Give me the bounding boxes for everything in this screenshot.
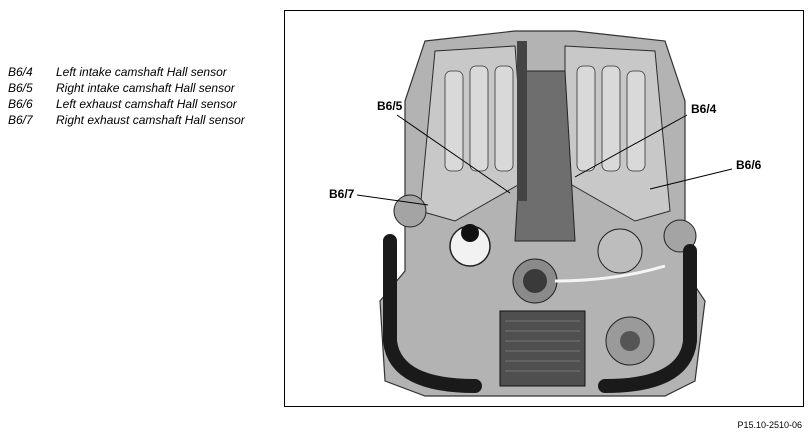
legend-description: Right intake camshaft Hall sensor — [56, 81, 235, 95]
engine-illustration — [356, 30, 733, 397]
callout-b6-6: B6/6 — [736, 158, 762, 172]
legend-code: B6/7 — [8, 113, 33, 127]
legend-row-b6-4: B6/4 Left intake camshaft Hall sensor — [8, 64, 245, 80]
callout-b6-7: B6/7 — [329, 187, 355, 201]
callout-b6-5: B6/5 — [377, 99, 403, 113]
legend-code: B6/5 — [8, 81, 33, 95]
turbo-left — [393, 194, 427, 228]
pulley-right — [597, 228, 643, 274]
turbo-right — [663, 219, 697, 253]
charge-pipe-left — [383, 234, 482, 393]
fuel-line — [554, 264, 666, 283]
central-pipe — [517, 41, 527, 201]
charge-pipe-right — [598, 244, 697, 393]
legend-description: Left exhaust camshaft Hall sensor — [56, 97, 237, 111]
legend-description: Right exhaust camshaft Hall sensor — [56, 113, 245, 127]
right-intake-runners — [576, 65, 646, 172]
legend-description: Left intake camshaft Hall sensor — [56, 65, 227, 79]
callout-leaders — [356, 114, 733, 206]
callout-b6-4: B6/4 — [691, 102, 717, 116]
legend-row-b6-7: B6/7 Right exhaust camshaft Hall sensor — [8, 112, 245, 128]
engine-figure: B6/5 B6/4 B6/6 B6/7 — [284, 10, 804, 407]
legend-row-b6-5: B6/5 Right intake camshaft Hall sensor — [8, 80, 245, 96]
intercooler-fins — [505, 320, 580, 372]
legend-code: B6/4 — [8, 65, 33, 79]
legend-row-b6-6: B6/6 Left exhaust camshaft Hall sensor — [8, 96, 245, 112]
left-intake-runners — [444, 65, 514, 172]
figure-id: P15.10-2510-06 — [737, 420, 802, 430]
legend-code: B6/6 — [8, 97, 33, 111]
legend: B6/4 Left intake camshaft Hall sensor B6… — [8, 64, 245, 128]
intercooler — [499, 310, 586, 387]
